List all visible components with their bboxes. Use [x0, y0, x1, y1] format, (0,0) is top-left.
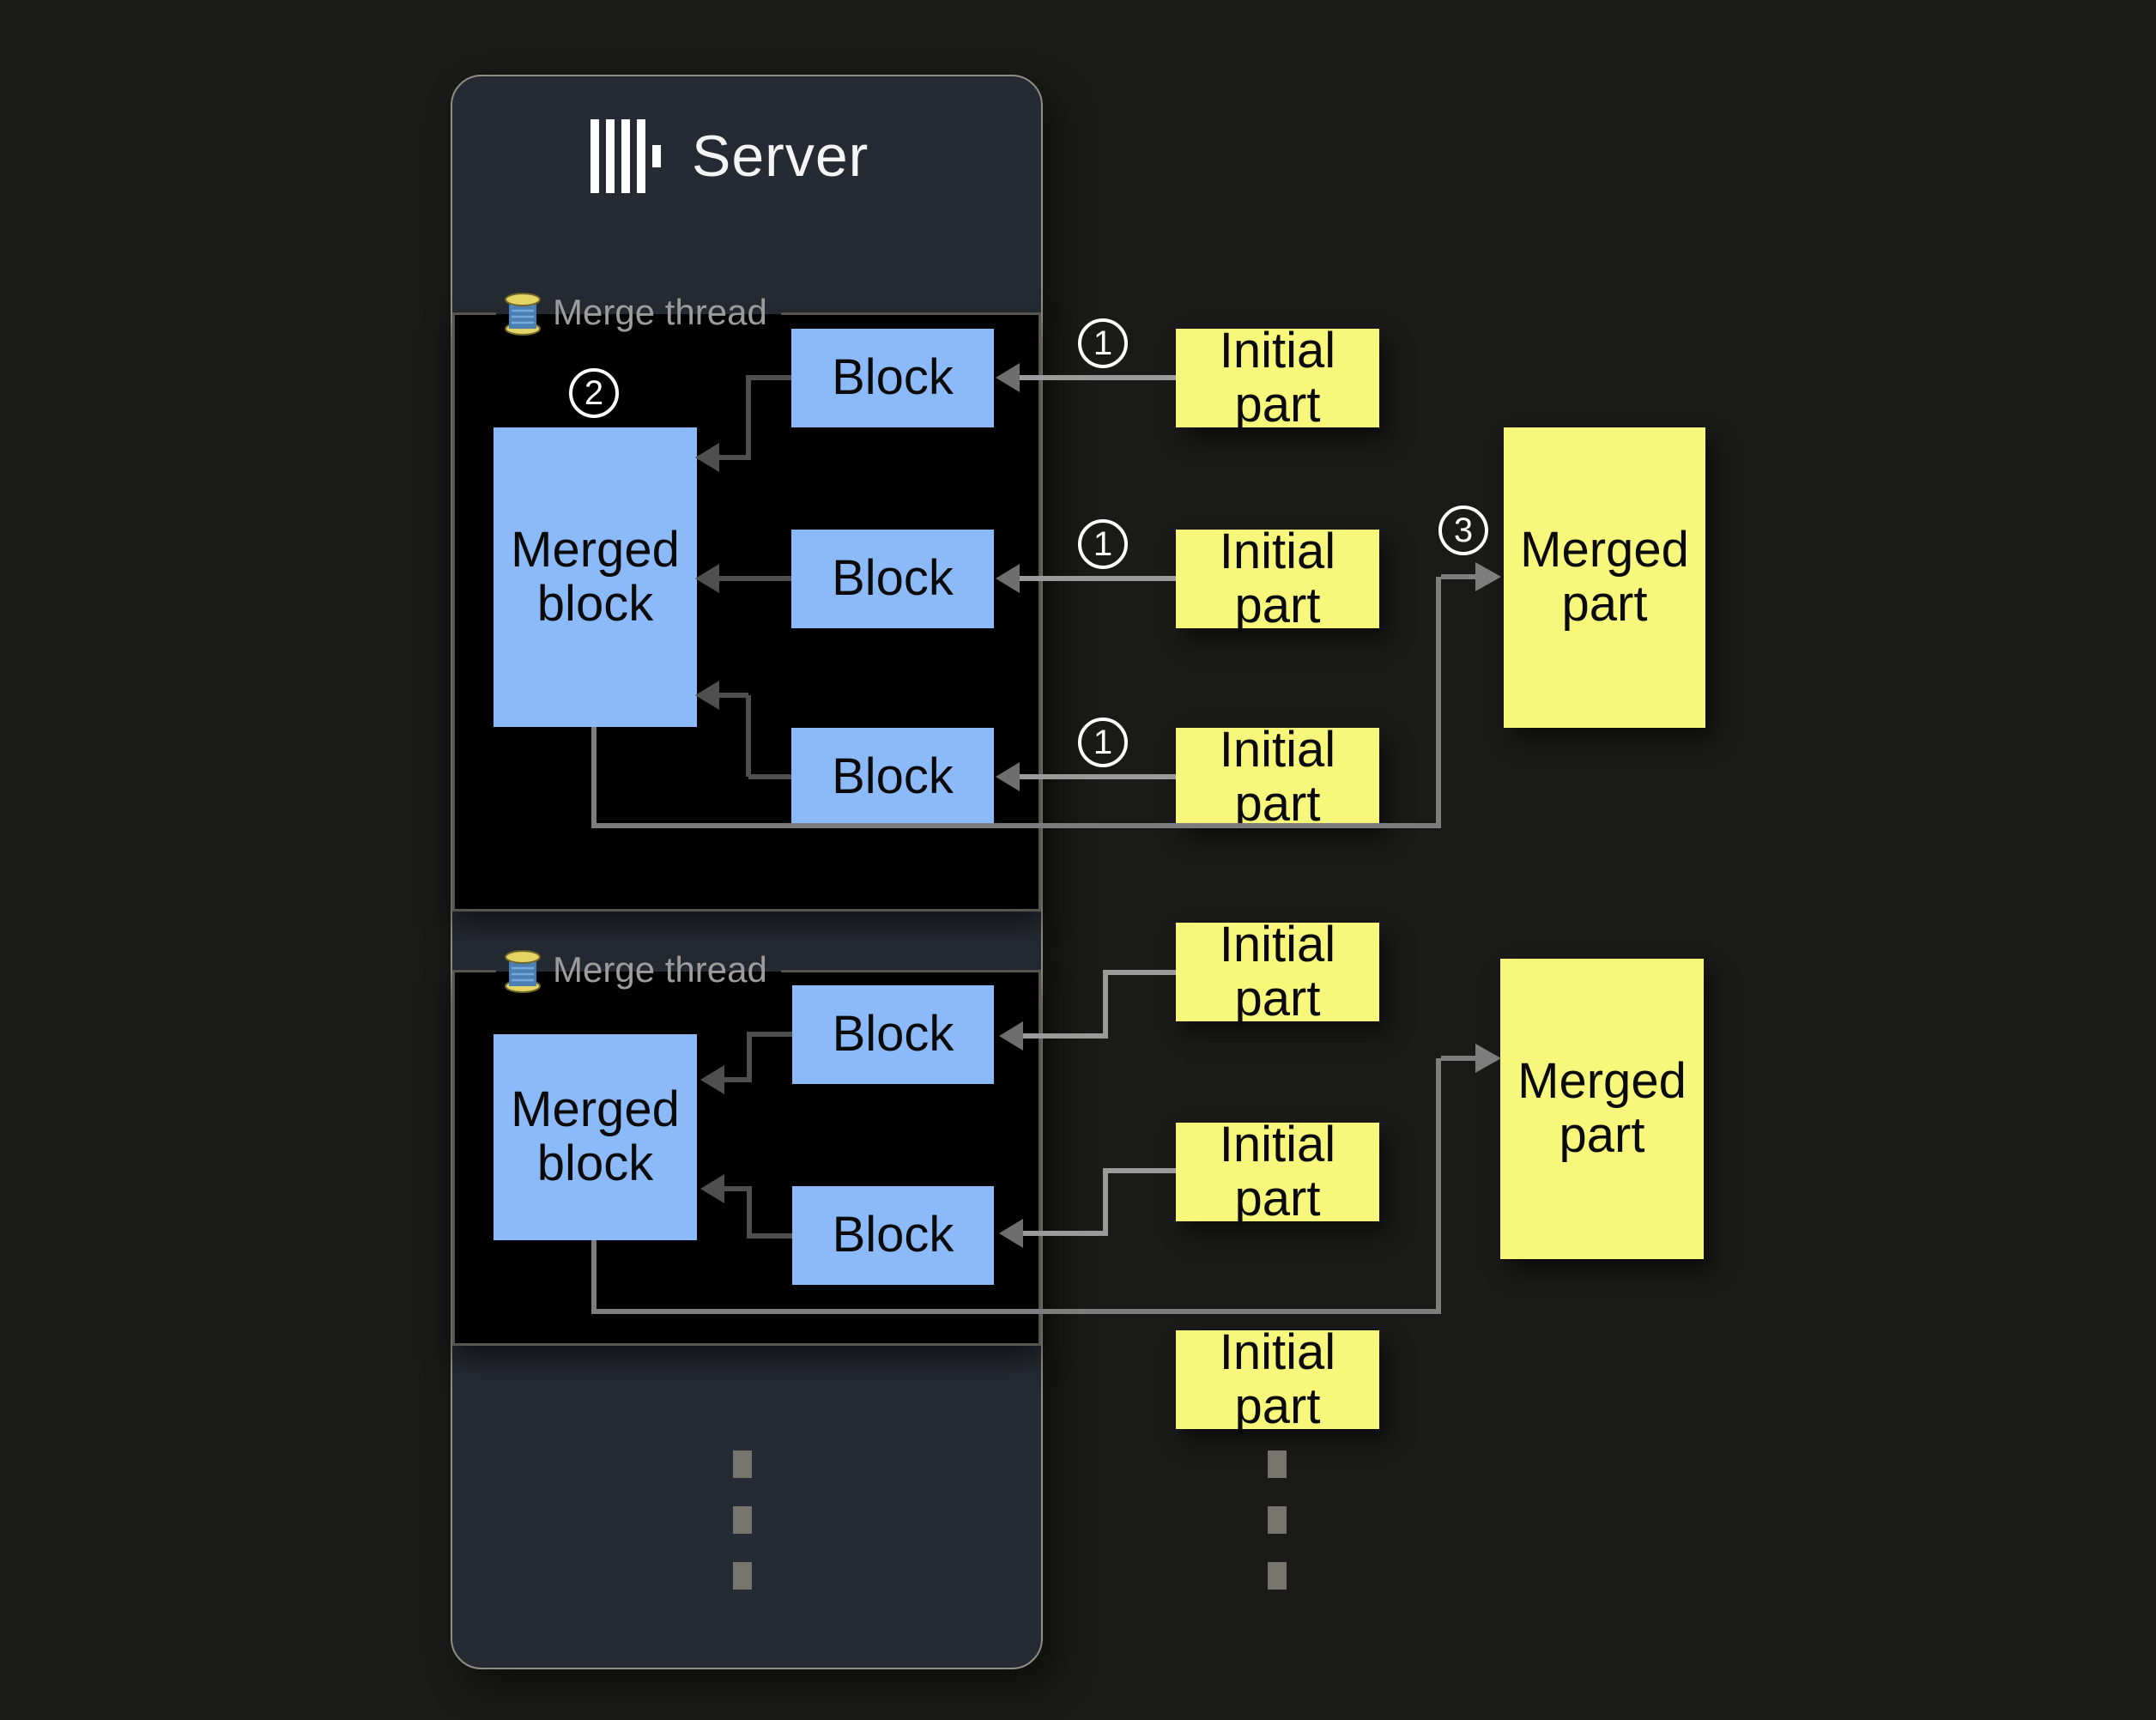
arrowhead-into-merged-block-1	[695, 681, 719, 710]
step-1-number: 1	[1093, 524, 1113, 563]
initial-part-1-3: Initial part	[1176, 723, 1379, 830]
arrowhead-into-merged-block-2	[700, 1174, 724, 1203]
block-1-3: Block	[791, 728, 994, 827]
ellipsis-dot	[1268, 1450, 1287, 1478]
merged-block2-out-seg	[1441, 1056, 1475, 1061]
arrow-initial13-to-block-seg	[1020, 774, 1176, 779]
step-1-badge: 1	[1078, 318, 1128, 368]
arrow-block22-to-merged-seg	[747, 1233, 792, 1239]
step-3-badge: 3	[1438, 506, 1488, 555]
arrow-block21-to-merged-seg	[747, 1032, 752, 1082]
arrow-initial21-to-block-seg	[1023, 1033, 1103, 1039]
arrow-initial21-to-block-seg	[1103, 970, 1176, 975]
arrowhead-into-merged-part-2	[1475, 1044, 1501, 1073]
server-title: Server	[692, 124, 869, 189]
arrow-block13-to-merged-seg	[719, 693, 748, 698]
server-title-row: Server	[590, 117, 869, 196]
arrowhead-into-block-1-2	[996, 564, 1020, 593]
step-3-number: 3	[1453, 511, 1474, 549]
ellipsis-dot	[733, 1562, 752, 1590]
arrow-block11-to-merged-seg	[719, 455, 748, 460]
merge-thread-label-2: Merge thread	[553, 949, 767, 990]
merged-part-1: Merged part	[1504, 427, 1705, 728]
arrow-initial22-to-block-seg	[1103, 1168, 1108, 1236]
step-1-number: 1	[1093, 324, 1113, 362]
thread-spool-icon	[503, 293, 542, 340]
arrowhead-into-block-1-3	[996, 762, 1020, 791]
initial-part-1-1: Initial part	[1176, 324, 1379, 431]
block-2-1: Block	[792, 985, 994, 1084]
merge-thread-label-1: Merge thread	[553, 292, 767, 332]
arrow-initial21-to-block-seg	[1103, 970, 1108, 1039]
step-2-number: 2	[584, 373, 604, 412]
ellipsis-dot	[733, 1506, 752, 1534]
initial-part-1-2: Initial part	[1176, 524, 1379, 632]
step-1-badge: 1	[1078, 718, 1128, 767]
arrow-block22-to-merged-seg	[724, 1186, 748, 1191]
arrow-block13-to-merged-seg	[746, 695, 751, 777]
merged-block1-out-seg	[1441, 574, 1475, 579]
clickhouse-logo-icon	[590, 119, 663, 193]
arrowhead-into-block-2-1	[999, 1021, 1023, 1051]
arrowhead-into-merged-block-2	[700, 1065, 724, 1094]
merged-block1-out-seg	[591, 727, 597, 826]
merged-block-1: Merged block	[494, 427, 697, 727]
arrow-initial22-to-block-seg	[1103, 1168, 1176, 1173]
arrow-block21-to-merged-seg	[747, 1032, 792, 1037]
legend-gap-2	[496, 968, 781, 975]
merged-block2-out-seg	[591, 1240, 597, 1314]
arrow-initial22-to-block-seg	[1023, 1231, 1103, 1236]
legend-gap-1	[496, 311, 781, 318]
block-2-2: Block	[792, 1186, 994, 1285]
merged-block2-out-seg	[591, 1309, 1441, 1314]
initial-part-2-3: Initial part	[1176, 1325, 1379, 1432]
arrowhead-into-merged-part-1	[1475, 562, 1501, 591]
arrow-initial12-to-block-seg	[1020, 576, 1176, 581]
block-1-2: Block	[791, 530, 994, 628]
initial-part-2-2: Initial part	[1176, 1117, 1379, 1225]
merged-block1-out-seg	[1436, 577, 1441, 828]
step-1-number: 1	[1093, 723, 1113, 761]
arrow-block13-to-merged-seg	[748, 774, 791, 779]
arrow-block22-to-merged-seg	[747, 1186, 752, 1239]
arrow-initial11-to-block-seg	[1020, 375, 1176, 380]
thread-spool-icon	[503, 950, 542, 997]
arrow-block11-to-merged-seg	[748, 375, 791, 380]
ellipsis-dot	[1268, 1562, 1287, 1590]
arrowhead-into-merged-block-1	[695, 443, 719, 472]
arrowhead-into-block-1-1	[996, 363, 1020, 392]
arrow-block12-to-merged-seg	[719, 576, 791, 581]
ellipsis-dot	[1268, 1506, 1287, 1534]
merged-block2-out-seg	[1436, 1058, 1441, 1314]
merged-part-2: Merged part	[1500, 959, 1704, 1259]
ellipsis-dot	[733, 1450, 752, 1478]
merged-block1-out-seg	[591, 823, 1441, 828]
step-2-badge: 2	[569, 368, 619, 418]
arrowhead-into-block-2-2	[999, 1219, 1023, 1248]
arrow-block11-to-merged-seg	[746, 375, 751, 460]
arrow-block21-to-merged-seg	[724, 1077, 748, 1082]
initial-part-2-1: Initial part	[1176, 918, 1379, 1025]
step-1-badge: 1	[1078, 519, 1128, 569]
merged-block-2: Merged block	[494, 1034, 697, 1240]
arrowhead-into-merged-block-1	[695, 564, 719, 593]
block-1-1: Block	[791, 329, 994, 427]
